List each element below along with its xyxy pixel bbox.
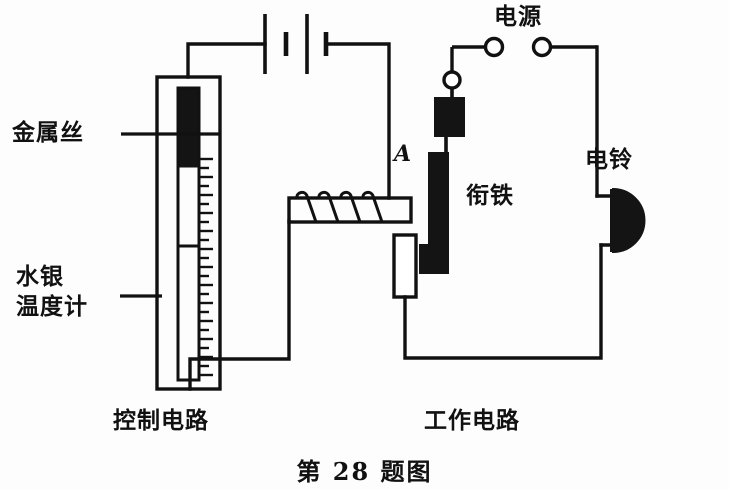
relay-contact [434,70,465,152]
armature-support-post [392,233,418,299]
figure-caption: 第 28 题图 [296,457,433,486]
label-electric-bell: 电铃 [585,147,633,173]
coil-turn [361,190,384,223]
armature [419,152,449,274]
bell-backplate [610,189,614,252]
label-power-source: 电源 [494,4,542,30]
label-armature: 衔铁 [466,183,514,209]
contact-terminal-circle [442,70,462,90]
power-source [450,36,597,71]
power-terminal-left [483,36,505,58]
label-mercury-thermometer: 水银 温度计 [16,262,88,323]
label-point-a: A [394,141,412,167]
label-mercury-thermometer-line1: 水银 [16,264,64,290]
wire-thermometer-to-battery [186,42,267,79]
coil-turn [339,190,362,223]
label-control-circuit: 控制电路 [113,408,209,434]
wire-coil-to-thermometer-bottom [188,219,291,391]
mercury-column [179,89,198,168]
mercury-thermometer [155,75,222,391]
armature-foot [419,244,449,274]
coil-core [287,196,413,224]
label-working-circuit: 工作电路 [424,408,520,434]
thermometer-scale [199,157,213,377]
coil-turn [295,190,318,223]
power-terminal-right [531,36,553,58]
wire-battery-to-coil-right [324,42,391,200]
battery [263,14,329,74]
coil-turns [295,190,384,223]
label-metal-wire: 金属丝 [12,120,84,146]
wire-post-to-bell-bottom [403,243,603,360]
armature-bar [428,152,449,274]
label-mercury-thermometer-line2: 温度计 [16,294,88,321]
coil-turn [317,190,340,223]
electromagnet-coil [287,190,413,224]
control-circuit-wiring [186,42,391,391]
contact-block [434,97,465,137]
electric-bell [610,187,646,254]
support-post-body [392,233,418,299]
bell-dome [612,187,646,254]
